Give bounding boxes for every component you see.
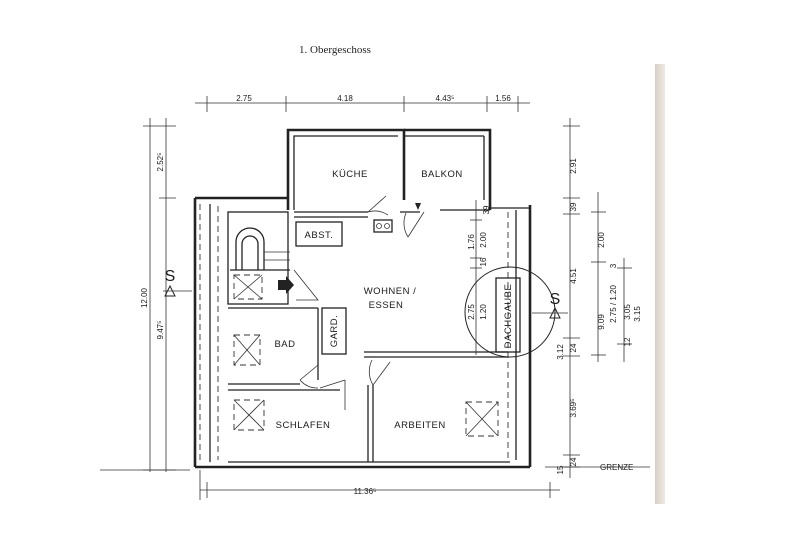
dim-left-lower: 9.47⁵	[156, 321, 165, 340]
dim-bottom-overall: 11.36⁵	[354, 487, 377, 496]
room-abst: ABST.	[305, 230, 334, 241]
scan-edge-strip	[655, 64, 665, 504]
section-right-letter: S	[550, 291, 561, 308]
dim-right-12: 12	[623, 337, 632, 346]
bottom-dimension-line: 11.36⁵	[199, 470, 560, 500]
dim-top-4: 1.56	[495, 94, 511, 103]
dim-int-176: 1.76	[467, 234, 476, 250]
dim-right-275-120: 2.75 / 1.20	[609, 285, 618, 323]
room-dachgaube: DACHGAUBE	[503, 284, 514, 349]
right-dimension-lines: 2.91 39 4.51 24 3.12 3.69⁵ 24 15 2.00 9.…	[545, 118, 650, 478]
dim-top-3: 4.43⁵	[436, 94, 455, 103]
dim-int-275: 2.75	[467, 304, 476, 320]
top-dimension-line: 2.75 4.18 4.43⁵ 1.56	[195, 94, 530, 112]
dim-right-305: 3.05	[623, 304, 632, 320]
dim-int-120: 1.20	[479, 304, 488, 320]
interior-dimensions: 39 1.76 2.00 16 2.75 1.20	[467, 200, 491, 355]
dim-right-315: 3.15	[633, 306, 642, 322]
dim-right-15: 15	[556, 465, 565, 474]
room-balkon: BALKON	[421, 169, 463, 180]
room-labels: KÜCHE BALKON ABST. WOHNEN / ESSEN GARD. …	[274, 169, 514, 431]
page-title: 1. Obergeschoss	[299, 44, 371, 56]
outer-walls	[193, 128, 532, 469]
interior-walls	[227, 195, 556, 462]
dim-right-200: 2.00	[597, 232, 606, 248]
room-gard: GARD.	[329, 315, 340, 348]
dim-right-451: 4.51	[569, 268, 578, 284]
dim-int-16: 16	[479, 257, 488, 266]
section-left-letter: S	[165, 268, 176, 285]
dim-top-1: 2.75	[236, 94, 252, 103]
room-arbeiten: ARBEITEN	[394, 420, 446, 431]
dim-right-909: 9.09	[597, 314, 606, 330]
dim-int-39: 39	[482, 205, 491, 214]
room-schlafen: SCHLAFEN	[276, 420, 331, 431]
dim-left-upper: 2.52⁵	[156, 153, 165, 172]
dim-int-200: 2.00	[479, 232, 488, 248]
left-dimension-lines: 12.00 2.52⁵ 9.47⁵	[100, 118, 190, 472]
dim-right-39: 39	[569, 202, 578, 211]
dim-top-2: 4.18	[337, 94, 353, 103]
room-wohnen-line2: ESSEN	[369, 300, 404, 311]
dim-right-24b: 24	[569, 457, 578, 466]
dim-right-3695: 3.69⁵	[569, 399, 578, 418]
dim-right-312: 3.12	[556, 344, 565, 360]
dim-right-291: 2.91	[569, 158, 578, 174]
dim-right-24: 24	[569, 343, 578, 352]
dim-right-3: 3	[609, 263, 618, 268]
room-kueche: KÜCHE	[332, 169, 368, 180]
section-marker-right: S	[532, 291, 568, 319]
room-wohnen-line1: WOHNEN /	[364, 286, 417, 297]
section-marker-left: S	[163, 268, 192, 297]
room-bad: BAD	[274, 339, 295, 350]
grenze-label: GRENZE	[600, 463, 633, 472]
dim-left-overall: 12.00	[140, 287, 149, 308]
